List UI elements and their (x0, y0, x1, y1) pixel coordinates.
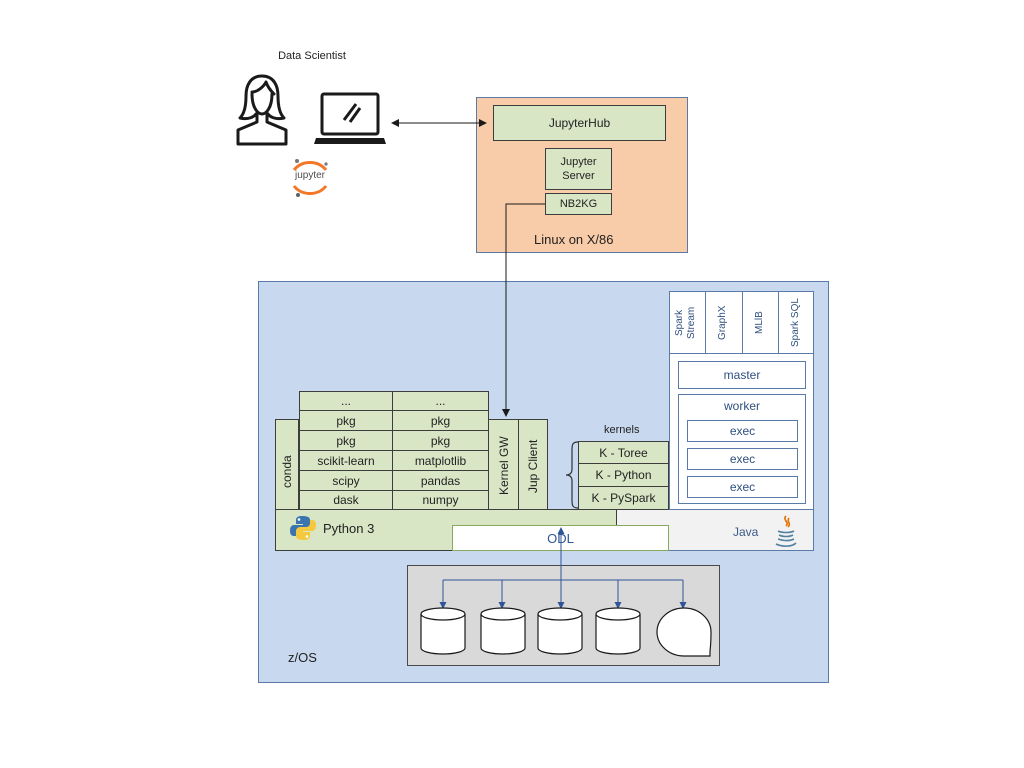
database-cylinder-top (420, 607, 466, 621)
kernels-label: kernels (604, 424, 640, 436)
database-cylinder-top (595, 607, 641, 621)
database-cylinder (537, 614, 583, 655)
kernel-item: K - PySpark (578, 486, 669, 510)
database-cylinder (480, 614, 526, 655)
database-cylinder-top (480, 607, 526, 621)
spark-lib-cell: Spark Stream (669, 291, 706, 354)
package-cell: pandas (392, 470, 489, 491)
spark-libs-row (669, 291, 814, 354)
spark-exec-box: exec (687, 448, 798, 470)
linux-box-title: Linux on X/86 (534, 232, 614, 247)
person-icon (236, 74, 288, 146)
package-cell: pkg (392, 430, 489, 451)
laptop-icon (314, 92, 386, 144)
jupyter-logo-text: jupyter (294, 170, 325, 181)
database-cylinders (420, 607, 712, 657)
package-cell: numpy (392, 490, 489, 510)
spark-worker-label: worker (723, 399, 760, 413)
data-scientist-label: Data Scientist (278, 50, 346, 62)
database-cylinder (420, 614, 466, 655)
spark-master-box: master (678, 361, 806, 389)
python-icon (290, 516, 316, 540)
jupyterhub-box: JupyterHub (493, 105, 666, 141)
java-label: Java (733, 525, 759, 539)
jup-client-box: Jup Client (518, 419, 548, 510)
nb2kg-box: NB2KG (545, 193, 612, 215)
database-cylinder-top (537, 607, 583, 621)
spark-exec-box: exec (687, 420, 798, 442)
conda-bar: conda (275, 419, 299, 510)
python-label: Python 3 (323, 521, 375, 536)
tape-storage (656, 607, 712, 657)
kernels-brace (565, 441, 579, 509)
java-icon (775, 515, 797, 547)
database-cylinder (595, 614, 641, 655)
jupyter-server-box: Jupyter Server (545, 148, 612, 190)
kernel-item: K - Toree (578, 441, 669, 464)
package-cell: scikit-learn (299, 450, 393, 471)
kernel-item: K - Python (578, 463, 669, 487)
spark-exec-box: exec (687, 476, 798, 498)
zos-title: z/OS (288, 650, 317, 665)
spark-lib-cell: MLlB (743, 291, 779, 354)
jupyter-logo: jupyter (286, 158, 334, 198)
nb2kg-kernel-gw-arrow (502, 203, 545, 417)
spark-lib-cell: GraphX (706, 291, 743, 354)
odl-storage-arrows (439, 527, 687, 609)
kernel-gw-box: Kernel GW (488, 419, 519, 510)
